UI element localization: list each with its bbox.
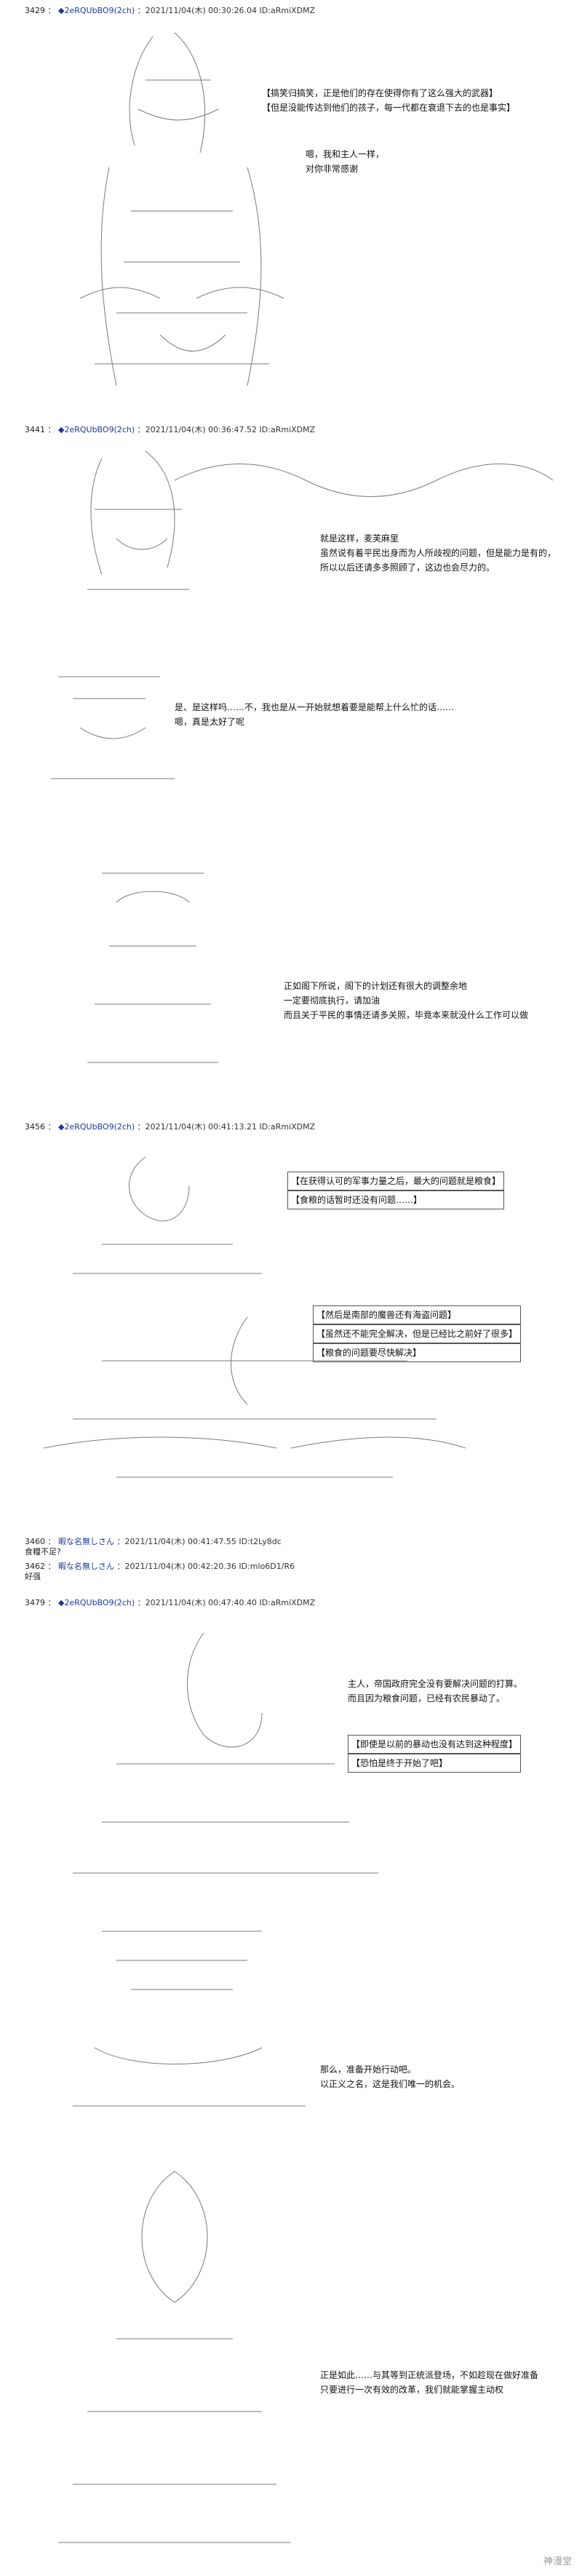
post-name: 暇な名無しさん [58, 1537, 114, 1546]
watermark-logo: 神漫堂 [543, 2556, 572, 2567]
dialogue-line: 主人，帝国政府完全没有要解决问题的打算。 [348, 1679, 523, 1689]
dialogue-11: 正是如此……与其等到正统派登场，不如趁现在做好准备 只要进行一次有效的改革，我们… [320, 2368, 538, 2397]
dialogue-line: 对你非常感谢 [306, 164, 359, 174]
ascii-art-figure [87, 872, 218, 1063]
post-3456: 3456 ： ◆2eRQUbBO9(2ch) ：2021/11/04(木) 00… [0, 1121, 582, 1514]
post-number: 3441 [25, 425, 45, 434]
dialogue-line: 嗯，真是太好了呢 [175, 717, 245, 727]
dialogue-2: 嗯，我和主人一样， 对你非常感谢 [306, 147, 384, 176]
dialogue-line: 正是如此……与其等到正统派登场，不如趁现在做好准备 [320, 2370, 539, 2380]
dialogue-line: 而且因为粮食问题，已经有农民暴动了。 [348, 1693, 506, 1704]
dialogue-5: 正如阁下所说，阁下的计划还有很大的调整余地 一定要彻底执行，请加油 而且关于平民… [284, 979, 528, 1022]
post-header: 3456 ： ◆2eRQUbBO9(2ch) ：2021/11/04(木) 00… [25, 1121, 315, 1132]
post-3429: 3429 ： ◆2eRQUbBO9(2ch) ：2021/11/04(木) 00… [0, 0, 582, 408]
post-date: ：2021/11/04(木) 00:47:40.40 ID:aRmiXDMZ [137, 1598, 316, 1607]
post-date: ：2021/11/04(木) 00:42:20.36 ID:mlo6D1/R6 [116, 1562, 295, 1571]
post-name: ◆2eRQUbBO9(2ch) [58, 1122, 135, 1132]
post-number: 3429 [25, 6, 45, 15]
post-3479: 3479 ： ◆2eRQUbBO9(2ch) ：2021/11/04(木) 00… [0, 1597, 582, 2572]
post-date: ：2021/11/04(木) 00:36:47.52 ID:aRmiXDMZ [137, 425, 316, 434]
dialogue-line: 【恐怕是终于开始了吧】 [348, 1754, 522, 1773]
dialogue-line: 【虽然还不能完全解决，但是已经比之前好了很多】 [313, 1324, 522, 1343]
dialogue-line: 【食粮的话暂时还没有问题……】 [287, 1190, 505, 1209]
post-sep: ： [47, 425, 56, 434]
post-sep: ： [47, 1122, 56, 1132]
post-header: 3460 ： 暇な名無しさん ：2021/11/04(木) 00:41:47.5… [25, 1535, 282, 1547]
dialogue-line: 【在获得认可的军事力量之后，最大的问题就是粮食】 [287, 1172, 505, 1190]
ascii-art-figure [79, 32, 284, 386]
post-name: 暇な名無しさん [58, 1562, 114, 1571]
post-date: ：2021/11/04(木) 00:41:13.21 ID:aRmiXDMZ [137, 1122, 316, 1132]
dialogue-line: 【然后是南部的魔兽还有海盗问题】 [313, 1305, 522, 1324]
dialogue-3: 就是这样，麦芙麻里 虽然说有着平民出身而为人所歧视的问题，但是能力是有的， 所以… [320, 531, 556, 575]
post-name: ◆2eRQUbBO9(2ch) [58, 1598, 135, 1607]
ascii-art-figure [51, 676, 175, 779]
post-3441: 3441 ： ◆2eRQUbBO9(2ch) ：2021/11/04(木) 00… [0, 422, 582, 837]
dialogue-line: 那么，准备开始行动吧。 [320, 2064, 417, 2075]
post-number: 3479 [25, 1598, 45, 1607]
dialogue-line: 虽然说有着平民出身而为人所歧视的问题，但是能力是有的， [320, 548, 557, 558]
dialogue-line: 只要进行一次有效的改革，我们就能掌握主动权 [320, 2385, 504, 2395]
ascii-art-figure [73, 1632, 378, 1874]
dialogue-line: 一定要彻底执行，请加油 [284, 995, 380, 1006]
dialogue-6: 【在获得认可的军事力量之后，最大的问题就是粮食】 【食粮的话暂时还没有问题……】 [287, 1172, 505, 1209]
dialogue-line: 而且关于平民的事情还请多关照，毕竟本来就没什么工作可以做 [284, 1010, 529, 1020]
dialogue-line: 以正义之名，这是我们唯一的机会。 [320, 2079, 461, 2089]
dialogue-line: 【即使是以前的暴动也没有达到这种程度】 [348, 1735, 522, 1754]
post-date: ：2021/11/04(木) 00:30:26.04 ID:aRmiXDMZ [137, 6, 316, 15]
post-header: 3479 ： ◆2eRQUbBO9(2ch) ：2021/11/04(木) 00… [25, 1597, 315, 1608]
ascii-art-figure [73, 1931, 306, 2107]
dialogue-line: 【搞笑归搞笑，正是他们的存在使得你有了这么强大的武器】 [262, 88, 498, 98]
dialogue-4: 是、是这样吗……不，我也是从一开始就想着要是能帮上什么忙的话…… 嗯，真是太好了… [175, 700, 454, 729]
ascii-art-figure [43, 1316, 466, 1478]
ascii-art-figure [58, 2171, 291, 2543]
post-header: 3462 ： 暇な名無しさん ：2021/11/04(木) 00:42:20.3… [25, 1560, 295, 1572]
post-number: 3460 [25, 1537, 45, 1546]
ascii-art-figure [87, 450, 189, 590]
post-header: 3429 ： ◆2eRQUbBO9(2ch) ：2021/11/04(木) 00… [25, 4, 315, 16]
ascii-art-figure [73, 1156, 262, 1274]
post-sep: ： [47, 6, 56, 15]
post-name: ◆2eRQUbBO9(2ch) [58, 425, 135, 434]
dialogue-line: 所以以后还请多多照顾了，这边也会尽力的。 [320, 562, 495, 573]
post-sep: ： [47, 1537, 56, 1546]
dialogue-line: 就是这样，麦芙麻里 [320, 533, 399, 544]
dialogue-8: 主人，帝国政府完全没有要解决问题的打算。 而且因为粮食问题，已经有农民暴动了。 [348, 1677, 522, 1706]
post-number: 3462 [25, 1562, 45, 1571]
dialogue-line: 【粮食的问题要尽快解决】 [313, 1343, 522, 1362]
scene-officer: 正如阁下所说，阁下的计划还有很大的调整余地 一定要彻底执行，请加油 而且关于平民… [0, 859, 582, 1084]
dialogue-7: 【然后是南部的魔兽还有海盗问题】 【虽然还不能完全解决，但是已经比之前好了很多】… [313, 1305, 522, 1362]
dialogue-line: 【但是没能传达到他们的孩子，每一代都在衰退下去的也是事实】 [262, 103, 516, 113]
post-date: ：2021/11/04(木) 00:41:47.55 ID:t2Ly8dc [116, 1537, 282, 1546]
dialogue-1: 【搞笑归搞笑，正是他们的存在使得你有了这么强大的武器】 【但是没能传达到他们的孩… [262, 86, 515, 115]
dialogue-10: 那么，准备开始行动吧。 以正义之名，这是我们唯一的机会。 [320, 2062, 460, 2091]
dialogue-line: 嗯，我和主人一样， [306, 149, 385, 159]
ascii-art-wave [175, 464, 553, 497]
post-sep: ： [47, 1562, 56, 1571]
post-body: 食糧不足? [25, 1547, 61, 1557]
dialogue-9: 【即使是以前的暴动也没有达到这种程度】 【恐怕是终于开始了吧】 [348, 1735, 522, 1773]
post-body: 好强 [25, 1572, 41, 1581]
dialogue-line: 是、是这样吗……不，我也是从一开始就想着要是能帮上什么忙的话…… [175, 702, 455, 712]
dialogue-line: 正如阁下所说，阁下的计划还有很大的调整余地 [284, 981, 468, 991]
replies: 3460 ： 暇な名無しさん ：2021/11/04(木) 00:41:47.5… [0, 1535, 582, 1594]
post-name: ◆2eRQUbBO9(2ch) [58, 6, 135, 15]
post-sep: ： [47, 1598, 56, 1607]
post-number: 3456 [25, 1122, 45, 1132]
post-header: 3441 ： ◆2eRQUbBO9(2ch) ：2021/11/04(木) 00… [25, 424, 315, 435]
